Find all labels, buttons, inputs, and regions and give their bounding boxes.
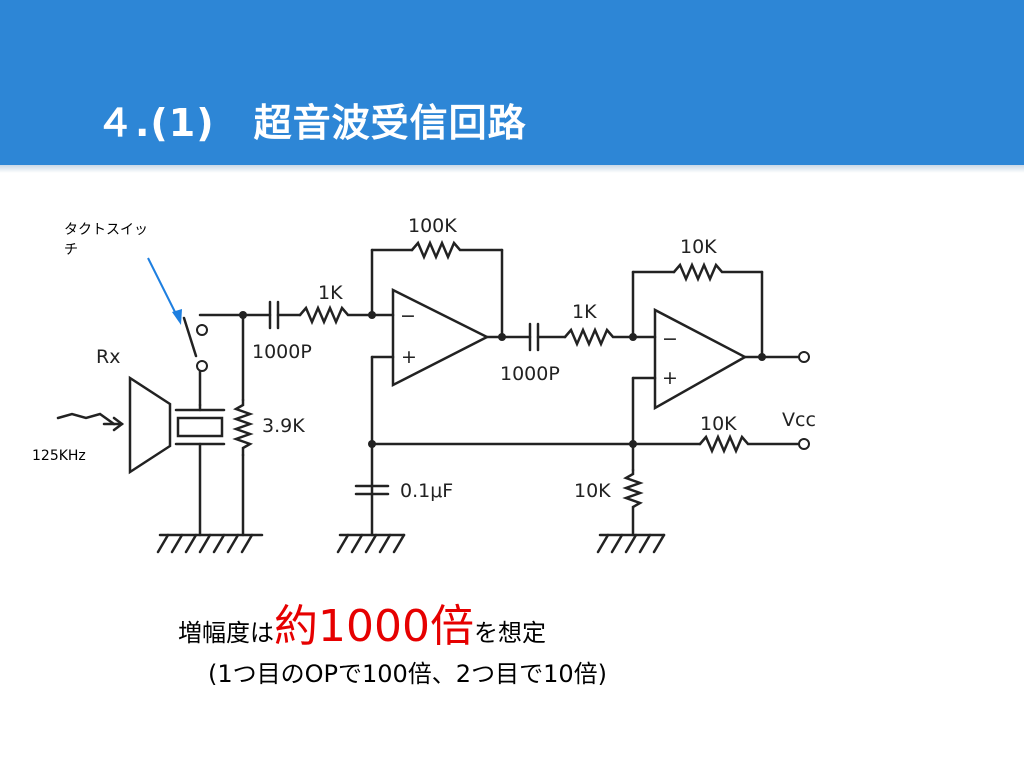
resistor-1k-2	[563, 326, 635, 348]
annotation-arrow	[147, 257, 179, 319]
caption-detail: (1つ目のOPで100倍、2つ目で10倍)	[208, 660, 607, 688]
label-minus-2: −	[662, 328, 678, 350]
header-bar	[0, 0, 1024, 165]
caption-suffix: を想定	[473, 619, 546, 647]
label-c-bias: 0.1μF	[400, 480, 453, 502]
signal-arrow-head	[112, 416, 125, 432]
resistor-1k-1	[298, 304, 374, 326]
label-rf1: 100K	[408, 215, 457, 237]
speaker-horn	[128, 375, 172, 475]
op-amp-1	[391, 287, 490, 388]
resistor-100k	[410, 239, 504, 261]
annotation-line-1: タクトスイッ	[64, 222, 148, 238]
label-plus-2: +	[662, 367, 678, 389]
label-r-gnd: 10K	[574, 480, 611, 502]
resistor-3-9k	[232, 398, 254, 457]
caption-gain: 増幅度は約1000倍を想定	[178, 590, 546, 654]
header-shadow	[0, 165, 1024, 173]
transducer-crystal	[176, 416, 224, 438]
caption-highlight: 約1000倍	[274, 601, 474, 652]
label-c2: 1000P	[500, 363, 560, 385]
label-r-bias: 3.9K	[262, 415, 305, 437]
label-rf2: 10K	[680, 236, 717, 258]
annotation-line-2: チ	[64, 242, 78, 258]
op-amp-2	[653, 307, 748, 411]
output-terminal	[798, 351, 810, 363]
resistor-10k-feedback	[672, 261, 764, 283]
label-vcc: Vcc	[782, 409, 816, 431]
annotation-tact-switch: タクトスイッ チ	[64, 220, 148, 260]
caption-prefix: 増幅度は	[178, 619, 274, 647]
label-r1: 1K	[318, 282, 343, 304]
slide-title: ４.(1) 超音波受信回路	[96, 101, 527, 145]
switch-contact	[196, 324, 208, 336]
switch-contact	[196, 360, 208, 372]
resistor-10k-vcc	[698, 433, 800, 455]
label-minus-1: −	[400, 305, 416, 327]
switch-lever	[182, 316, 198, 358]
signal-arrow	[56, 412, 116, 426]
label-r2: 1K	[572, 301, 597, 323]
label-rx: Rx	[96, 346, 120, 368]
label-c1: 1000P	[252, 341, 312, 363]
resistor-10k-ground	[622, 468, 644, 537]
vcc-terminal	[798, 438, 810, 450]
label-r-vcc: 10K	[700, 413, 737, 435]
label-frequency: 125KHz	[32, 448, 86, 464]
label-plus-1: +	[401, 346, 417, 368]
